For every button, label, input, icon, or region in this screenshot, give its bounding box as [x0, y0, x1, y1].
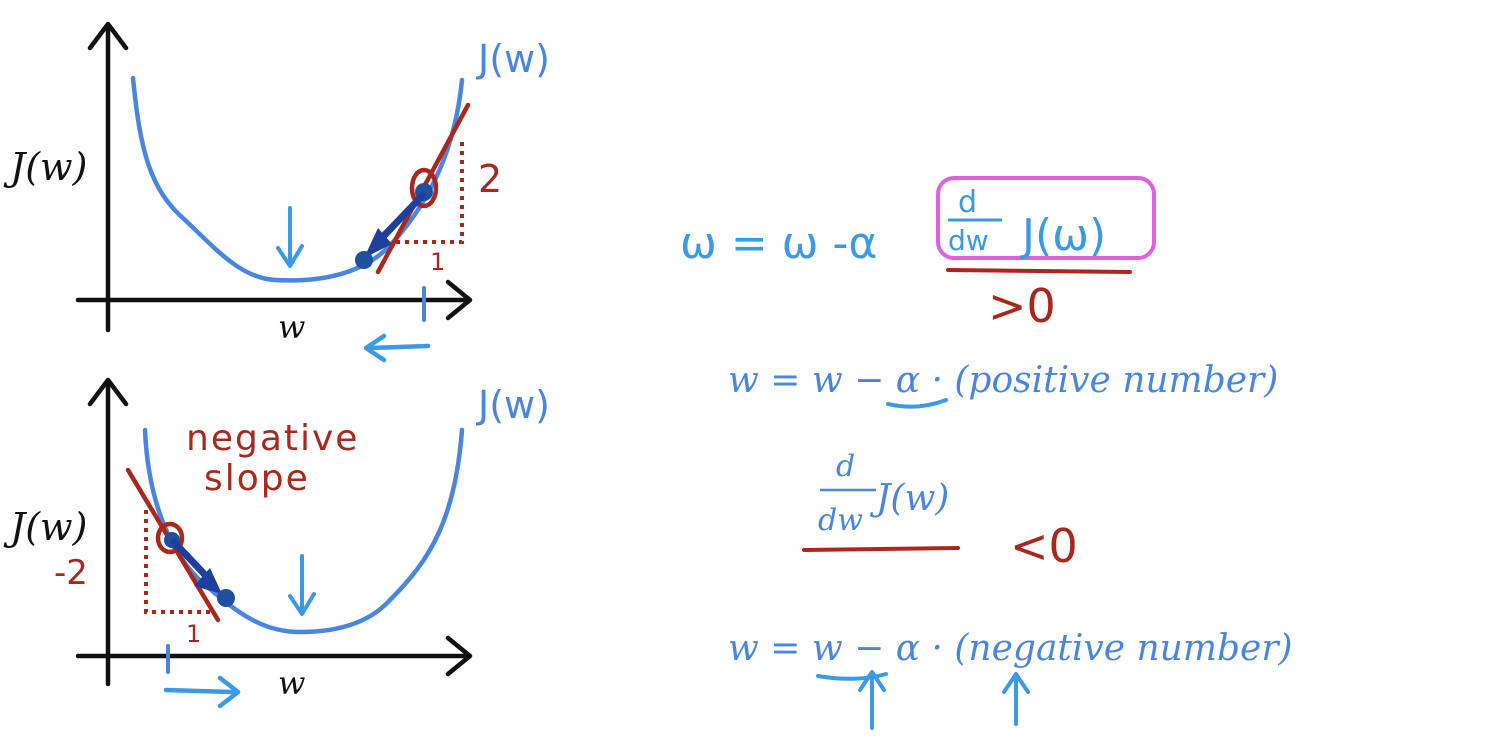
top-curve-label: J(w): [476, 37, 550, 81]
bottom-step-arrow-head: [194, 568, 222, 594]
bottom-rise-label: -2: [54, 553, 88, 593]
bottom-next-point: [217, 589, 235, 607]
top-plot: J(w) J(w) w 2 1: [3, 21, 550, 363]
bottom-curve-label: J(w): [476, 383, 550, 427]
negative-condition: <0: [1010, 519, 1078, 573]
update-rule-underline: [946, 268, 1132, 274]
negative-slope-label-line1: negative: [186, 418, 359, 459]
minus-up-arrow: [858, 670, 886, 730]
derivative-underline: [802, 546, 960, 552]
update-rule-func: J(ω): [1019, 210, 1106, 261]
top-x-axis-label: w: [278, 308, 305, 346]
positive-update: w = w − α · (positive number): [728, 360, 1278, 409]
negative-update: w = w − α · (negative number): [728, 628, 1293, 730]
negative-slope-label-line2: slope: [204, 458, 310, 499]
negative-up-arrow: [1002, 672, 1030, 726]
bottom-minimum-arrow: [288, 554, 316, 616]
bottom-x-axis-label: w: [278, 664, 305, 702]
top-w-direction-arrow: [363, 333, 431, 363]
positive-condition: >0: [988, 279, 1056, 333]
bottom-current-point-circle: [155, 521, 185, 555]
top-step-arrow-head: [364, 228, 392, 258]
bottom-y-axis: [87, 377, 129, 687]
update-rule-lhs: ω = ω -α: [680, 218, 877, 269]
top-minimum-arrow: [276, 206, 304, 268]
top-run-label: 1: [430, 248, 445, 276]
update-rule: ω = ω -α d dw J(ω) >0: [680, 176, 1156, 333]
bottom-run-label: 1: [186, 620, 201, 648]
bottom-x-axis: [75, 635, 473, 677]
derivative-highlight-box: [936, 176, 1156, 260]
bottom-plot: J(w) J(w) w negative slope -2 1: [3, 377, 550, 709]
top-x-axis: [75, 279, 473, 321]
derivative-func: J(w): [869, 478, 949, 519]
top-slope-triangle: [396, 138, 464, 244]
top-current-point-circle: [409, 167, 439, 209]
top-rise-label: 2: [478, 157, 502, 201]
bottom-w-direction-arrow: [163, 675, 241, 709]
top-next-point: [355, 251, 373, 269]
bottom-step-arrow-shaft: [170, 538, 212, 582]
top-y-axis-label: J(w): [3, 145, 87, 189]
top-step-arrow-shaft: [374, 192, 426, 246]
negative-update-text: w = w − α · (negative number): [728, 628, 1293, 669]
bottom-y-axis-label: J(w): [3, 505, 87, 549]
update-rule-deriv-den: dw: [948, 224, 989, 257]
update-rule-deriv-num: d: [958, 185, 977, 220]
derivative-num: d: [836, 449, 855, 484]
top-y-axis: [87, 21, 129, 333]
positive-update-text: w = w − α · (positive number): [728, 360, 1278, 401]
derivative-den: dw: [818, 503, 863, 538]
negative-derivative: d dw J(w) <0: [802, 449, 1078, 573]
bottom-slope-triangle: [144, 510, 214, 614]
alpha-underline: [886, 398, 948, 409]
minus-underline: [816, 672, 888, 681]
